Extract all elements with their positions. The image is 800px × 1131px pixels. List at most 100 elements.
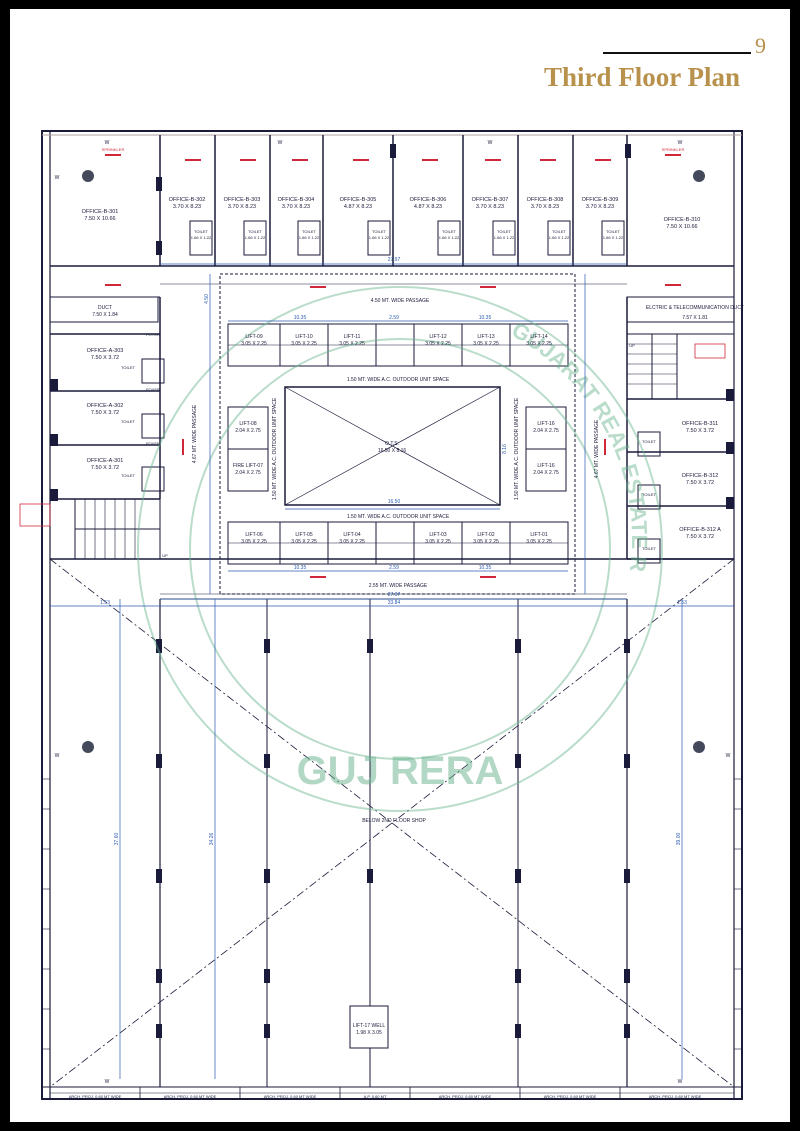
lift-size: 3.05 X 2.25: [339, 341, 365, 347]
dimension-label: 2.59: [389, 315, 399, 321]
toilet-label: TOILET: [552, 229, 566, 234]
page-number: 9: [755, 33, 766, 58]
passage-top-label: 4.50 MT. WIDE PASSAGE: [371, 298, 430, 304]
room-size-ots: 16.50 X 8.16: [378, 448, 407, 454]
room-name-ots: O.T.S.: [385, 441, 399, 447]
room-name-office-b303: OFFICE-B-303: [224, 197, 261, 203]
passage-bottom-label: 2.55 MT. WIDE PASSAGE: [369, 583, 428, 589]
room-name-office-b312: OFFICE-B-312: [682, 473, 719, 479]
room-size-office-b311: 7.50 X 3.72: [686, 428, 714, 434]
dimension-label: 10.35: [294, 565, 307, 571]
room-name-office-a303: OFFICE-A-303: [87, 348, 124, 354]
toilet-label: TOILET: [642, 492, 656, 497]
room-size-office-b309: 3.70 X 8.23: [586, 204, 614, 210]
room-name-shop: BELOW 2ND FLOOR SHOP: [362, 818, 426, 824]
header-rule: [603, 52, 751, 54]
dimension-label: 33.84: [388, 600, 401, 606]
toilet-label: TOILET: [121, 473, 135, 478]
room-name-office-b309: OFFICE-B-309: [582, 197, 619, 203]
dimension-label: 39.00: [676, 833, 682, 846]
toilet-label: TOILET: [642, 439, 656, 444]
toilet-label: TOILET: [194, 229, 208, 234]
lift-name: LIFT-06: [245, 532, 262, 538]
stair-up-label: UP: [162, 553, 168, 558]
window-mark: W: [488, 140, 493, 146]
room-name-lift08: LIFT-08: [239, 421, 256, 427]
dimension-label: 37.60: [114, 833, 120, 846]
dimension-label: 1.53: [677, 600, 687, 606]
room-name-office-b310: OFFICE-B-310: [664, 217, 701, 223]
room-size-lift16: 2.04 X 2.75: [533, 428, 559, 434]
window-mark: W: [678, 140, 683, 146]
lift-size: 3.05 X 2.25: [526, 539, 552, 545]
stair-up-label: UP: [629, 343, 635, 348]
room-name-fire-lift07: FIRE LIFT-07: [233, 463, 263, 469]
arch-projection-label: ARCH. PROJ. 0.60 MT WIDE: [439, 1094, 492, 1099]
toilet-size: 1.66 X 1.22: [439, 235, 460, 240]
toilet-label: TOILET: [302, 229, 316, 234]
room-name-office-b305: OFFICE-B-305: [340, 197, 377, 203]
toilet-size: 1.66 X 1.22: [549, 235, 570, 240]
arch-projection-label: ARCH. PROJ. 0.60 MT WIDE: [164, 1094, 217, 1099]
room-name-office-b312a: OFFICE-B-312 A: [679, 527, 721, 533]
arch-projection-label: ARCH. PROJ. 0.60 MT WIDE: [544, 1094, 597, 1099]
dimension-label: 10.35: [479, 565, 492, 571]
room-size-office-b307: 3.70 X 8.23: [476, 204, 504, 210]
watermark-text: GUJ RERA: [297, 749, 504, 793]
foyer-label: FOYER: [146, 441, 160, 446]
lift-name: LIFT-11: [344, 334, 361, 340]
lift-name: LIFT-13: [477, 334, 494, 340]
dimension-label: 10.35: [294, 315, 307, 321]
ap-projection-label: A.P. 0.60 MT: [364, 1094, 387, 1099]
window-mark: W: [105, 1079, 110, 1085]
lift-name: LIFT-02: [477, 532, 494, 538]
arch-projection-label: ARCH. PROJ. 0.60 MT WIDE: [69, 1094, 122, 1099]
room-name-office-a301: OFFICE-A-301: [87, 458, 124, 464]
window-mark: W: [278, 140, 283, 146]
room-name-office-b308: OFFICE-B-308: [527, 197, 564, 203]
room-size-telecom-duct: 7.57 X 1.81: [682, 315, 708, 321]
lift-size: 3.05 X 2.25: [291, 539, 317, 545]
lift-size: 3.05 X 2.25: [425, 341, 451, 347]
ac-space-left-label: 1.50 MT. WIDE A.C. OUTDOOR UNIT SPACE: [272, 397, 278, 500]
room-name-lift16: LIFT-16: [537, 463, 554, 469]
ac-space-top-label: 1.50 MT. WIDE A.C. OUTDOOR UNIT SPACE: [347, 377, 450, 383]
lift-name: LIFT-14: [530, 334, 547, 340]
foyer-label: FOYER: [146, 387, 160, 392]
room-size-duct: 7.50 X 1.84: [92, 312, 118, 318]
lift-name: LIFT-12: [429, 334, 446, 340]
dimension-label: 8.16: [502, 444, 508, 454]
lift-name: LIFT-10: [295, 334, 312, 340]
room-size-office-b301: 7.50 X 10.66: [84, 216, 115, 222]
dimension-label: 34.26: [209, 833, 215, 846]
room-name-duct: DUCT: [98, 305, 112, 311]
passage-right-label: 4.67 MT. WIDE PASSAGE: [594, 419, 600, 478]
dimension-label: 16.50: [388, 499, 401, 505]
toilet-size: 1.66 X 1.22: [299, 235, 320, 240]
room-name-lift16: LIFT-16: [537, 421, 554, 427]
floor-plan-drawing: GUJARAT REAL ESTATE REGULATORY AUTHORITY…: [10, 9, 744, 1100]
dimension-label: 27.97: [388, 592, 401, 598]
room-name-office-b307: OFFICE-B-307: [472, 197, 509, 203]
lift-name: LIFT-09: [245, 334, 262, 340]
toilet-label: TOILET: [497, 229, 511, 234]
toilet-size: 1.66 X 1.22: [494, 235, 515, 240]
dimension-label: 1.53: [100, 600, 110, 606]
room-size-lift17: 1.98 X 3.05: [356, 1030, 382, 1036]
room-size-office-b305: 4.87 X 8.23: [344, 204, 372, 210]
toilet-label: TOILET: [606, 229, 620, 234]
room-size-lift16: 2.04 X 2.75: [533, 470, 559, 476]
room-size-office-b310: 7.50 X 10.66: [666, 224, 697, 230]
toilet-label: TOILET: [372, 229, 386, 234]
room-name-office-b311: OFFICE-B-311: [682, 421, 718, 427]
toilet-label: TOILET: [248, 229, 262, 234]
dimension-label: 2.59: [389, 565, 399, 571]
room-name-office-a302: OFFICE-A-302: [87, 403, 124, 409]
room-name-lift17: LIFT-17 WELL: [353, 1023, 385, 1029]
lift-name: LIFT-01: [530, 532, 547, 538]
toilet-size: 1.66 X 1.22: [191, 235, 212, 240]
room-size-office-b312a: 7.50 X 3.72: [686, 534, 714, 540]
room-name-telecom-duct: ELCTRIC & TELECOMMUNICATION DUCT: [646, 305, 744, 311]
sprinkler-label: SPRINKLER: [102, 147, 125, 152]
